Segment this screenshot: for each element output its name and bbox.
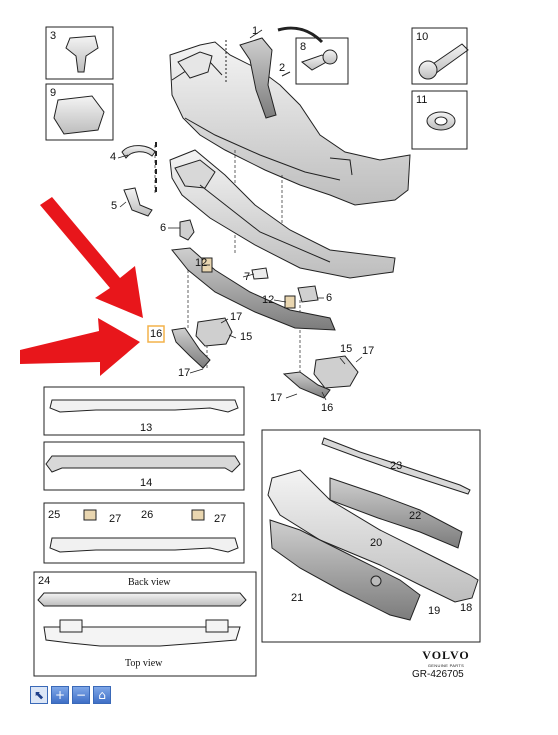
callout-1: 1 xyxy=(252,25,259,37)
callout-24: 24 xyxy=(38,575,51,587)
callout-2: 2 xyxy=(279,62,286,74)
callout-25: 25 xyxy=(48,509,61,521)
callout-7-top: 7 xyxy=(244,271,251,283)
callout-27-left: 27 xyxy=(109,513,122,525)
back-view-label: Back view xyxy=(128,577,171,588)
callout-16-left: 16 xyxy=(150,328,163,340)
lower-valance xyxy=(169,149,396,279)
callout-12-left: 12 xyxy=(195,257,208,269)
callout-26: 26 xyxy=(141,509,154,521)
genuine-parts-label: GENUINE PARTS xyxy=(427,663,465,668)
callout-17-b: 17 xyxy=(178,367,191,379)
callout-17-a: 17 xyxy=(230,311,243,323)
callout-3: 3 xyxy=(50,30,57,42)
callout-17-c: 17 xyxy=(362,345,375,357)
callout-10: 10 xyxy=(416,31,429,43)
callout-12-right: 12 xyxy=(262,294,275,306)
bracket-1 xyxy=(239,26,324,119)
callout-13: 13 xyxy=(140,422,153,434)
fastener-icons xyxy=(53,35,469,135)
callout-4: 4 xyxy=(110,151,117,163)
bracket-16-left xyxy=(171,317,233,369)
callout-16-right: 16 xyxy=(321,402,334,414)
reinforcement-parts xyxy=(267,437,479,621)
callout-11: 11 xyxy=(416,94,428,106)
callout-18: 18 xyxy=(460,602,473,614)
callout-27-right: 27 xyxy=(214,513,227,525)
bumper-cover xyxy=(169,41,411,206)
callout-20: 20 xyxy=(370,537,383,549)
callout-15-right: 15 xyxy=(340,343,353,355)
callout-23: 23 xyxy=(390,460,403,472)
inset-frames xyxy=(33,26,481,677)
callout-6-left: 6 xyxy=(160,222,167,234)
callout-14: 14 xyxy=(140,477,153,489)
bracket-16-right xyxy=(282,355,359,399)
top-view-label: Top view xyxy=(125,658,163,669)
callout-5: 5 xyxy=(111,200,118,212)
valance-silhouettes xyxy=(45,399,241,553)
zoom-out-button[interactable]: − xyxy=(72,686,90,704)
zoom-in-button[interactable]: + xyxy=(51,686,69,704)
callout-21: 21 xyxy=(291,592,304,604)
diagram-reference: GR-426705 xyxy=(412,669,464,680)
callout-9: 9 xyxy=(50,87,57,99)
zoom-in-icon: + xyxy=(54,688,66,702)
home-icon: ⌂ xyxy=(98,688,106,702)
back-top-view xyxy=(37,592,247,647)
volvo-brand: VOLVO GENUINE PARTS xyxy=(420,648,472,668)
highlight-arrows xyxy=(20,197,143,376)
callout-15-left: 15 xyxy=(240,331,253,343)
brackets-4-5 xyxy=(121,145,156,217)
callout-6-right: 6 xyxy=(326,292,333,304)
leader-lines xyxy=(117,29,363,401)
volvo-logo: VOLVO xyxy=(422,648,470,662)
clip-parts xyxy=(179,219,319,309)
zoom-out-icon: − xyxy=(75,688,87,702)
cursor-button[interactable]: ⬉ xyxy=(30,686,48,704)
callout-19: 19 xyxy=(428,605,441,617)
viewer-toolbar: ⬉ + − ⌂ xyxy=(30,686,111,704)
callout-8: 8 xyxy=(300,41,307,53)
cursor-icon: ⬉ xyxy=(33,688,45,702)
callout-22: 22 xyxy=(409,510,422,522)
home-button[interactable]: ⌂ xyxy=(93,686,111,704)
callout-17-d: 17 xyxy=(270,392,283,404)
